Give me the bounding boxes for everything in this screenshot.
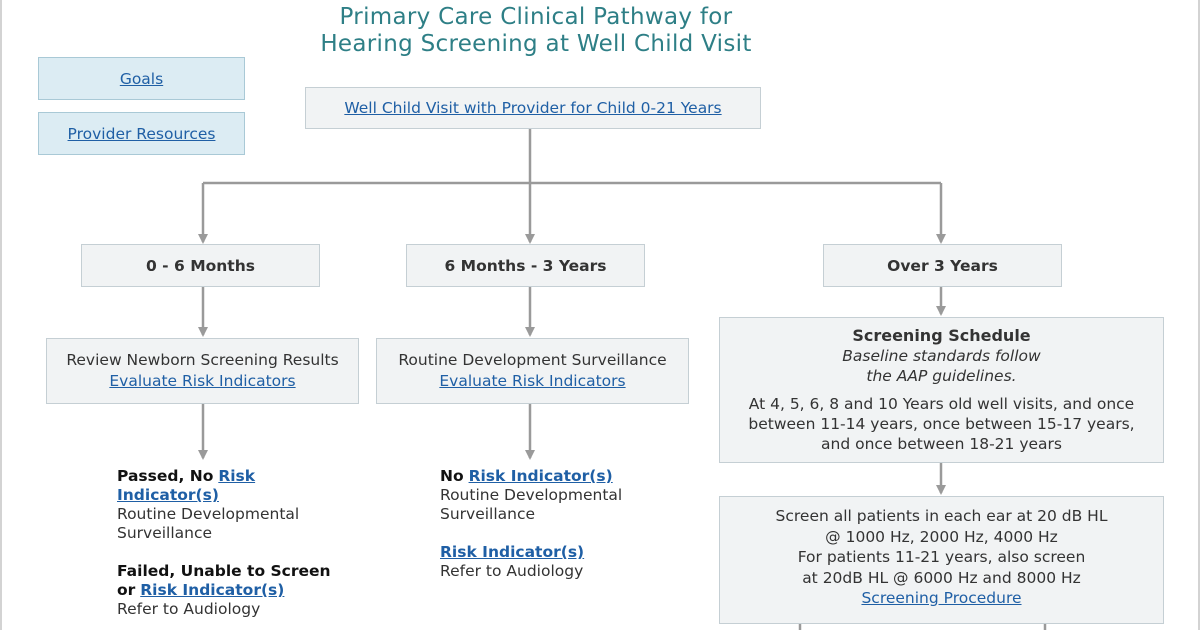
screen-line-4: at 20dB HL @ 6000 Hz and 8000 Hz (802, 568, 1081, 587)
screening-procedure-link[interactable]: Screening Procedure (861, 589, 1022, 607)
schedule-body-line-1: At 4, 5, 6, 8 and 10 Years old well visi… (748, 395, 1135, 413)
title-line-2: Hearing Screening at Well Child Visit (320, 31, 752, 57)
age-label-6-months-3-years: 6 Months - 3 Years (444, 256, 607, 275)
screen-line-2: @ 1000 Hz, 2000 Hz, 4000 Hz (825, 527, 1058, 546)
toddler-outcome-risk: Risk Indicator(s) Refer to Audiology (440, 543, 690, 581)
no-risk-line-1: Routine Developmental (440, 486, 623, 504)
age-label-over-3-years: Over 3 Years (887, 256, 998, 275)
root-node-well-child-visit[interactable]: Well Child Visit with Provider for Child… (305, 87, 761, 129)
age-node-over-3-years: Over 3 Years (823, 244, 1062, 287)
toddler-step-node: Routine Development Surveillance Evaluat… (376, 338, 689, 404)
schedule-italic-line-1: Baseline standards follow (842, 347, 1041, 365)
infant-outcome-passed: Passed, No Risk Indicator(s) Routine Dev… (117, 467, 357, 543)
title-line-1: Primary Care Clinical Pathway for (339, 4, 733, 30)
schedule-body-line-2: between 11-14 years, once between 15-17 … (748, 415, 1135, 433)
screening-instructions-box: Screen all patients in each ear at 20 dB… (719, 496, 1164, 624)
failed-label: Failed, Unable to Screen (117, 562, 331, 580)
goals-box[interactable]: Goals (38, 57, 245, 100)
page-frame-left (0, 0, 2, 630)
screen-line-1: Screen all patients in each ear at 20 dB… (775, 507, 1108, 525)
infant-step-text: Review Newborn Screening Results (66, 351, 339, 369)
schedule-body-line-3: and once between 18-21 years (821, 435, 1062, 453)
provider-resources-box[interactable]: Provider Resources (38, 112, 245, 155)
infant-outcome-failed: Failed, Unable to Screen or Risk Indicat… (117, 562, 377, 619)
infant-evaluate-risk-link[interactable]: Evaluate Risk Indicators (109, 372, 296, 390)
no-risk-label: No (440, 467, 464, 485)
passed-line-1: Routine Developmental (117, 505, 300, 523)
age-node-6-months-3-years: 6 Months - 3 Years (406, 244, 645, 287)
no-risk-indicators-link[interactable]: Risk Indicator(s) (468, 467, 613, 485)
passed-indicators-link[interactable]: Indicator(s) (117, 486, 219, 504)
toddler-outcome-no-risk: No Risk Indicator(s) Routine Development… (440, 467, 690, 524)
screening-schedule-heading: Screening Schedule (852, 326, 1031, 345)
goals-link[interactable]: Goals (119, 69, 164, 88)
passed-no-label: Passed, No (117, 467, 214, 485)
toddler-step-text: Routine Development Surveillance (398, 351, 667, 369)
page-title: Primary Care Clinical Pathway for Hearin… (200, 4, 872, 58)
passed-line-2: Surveillance (117, 524, 213, 542)
schedule-italic-line-2: the AAP guidelines. (866, 367, 1017, 385)
passed-risk-link[interactable]: Risk (218, 467, 256, 485)
no-risk-line-2: Surveillance (440, 505, 536, 523)
infant-step-node: Review Newborn Screening Results Evaluat… (46, 338, 359, 404)
screen-line-3: For patients 11-21 years, also screen (797, 548, 1086, 566)
toddler-evaluate-risk-link[interactable]: Evaluate Risk Indicators (439, 372, 626, 390)
provider-resources-link[interactable]: Provider Resources (67, 124, 216, 143)
age-label-0-6-months: 0 - 6 Months (146, 256, 255, 275)
screening-schedule-box: Screening Schedule Baseline standards fo… (719, 317, 1164, 463)
well-child-visit-link[interactable]: Well Child Visit with Provider for Child… (344, 99, 722, 117)
page-frame-right (1198, 0, 1200, 630)
risk-indicators-link[interactable]: Risk Indicator(s) (440, 543, 585, 561)
failed-refer-line: Refer to Audiology (117, 600, 261, 618)
failed-risk-indicators-link[interactable]: Risk Indicator(s) (140, 581, 285, 599)
risk-refer-line: Refer to Audiology (440, 562, 584, 580)
age-node-0-6-months: 0 - 6 Months (81, 244, 320, 287)
failed-or-label: or (117, 581, 136, 599)
